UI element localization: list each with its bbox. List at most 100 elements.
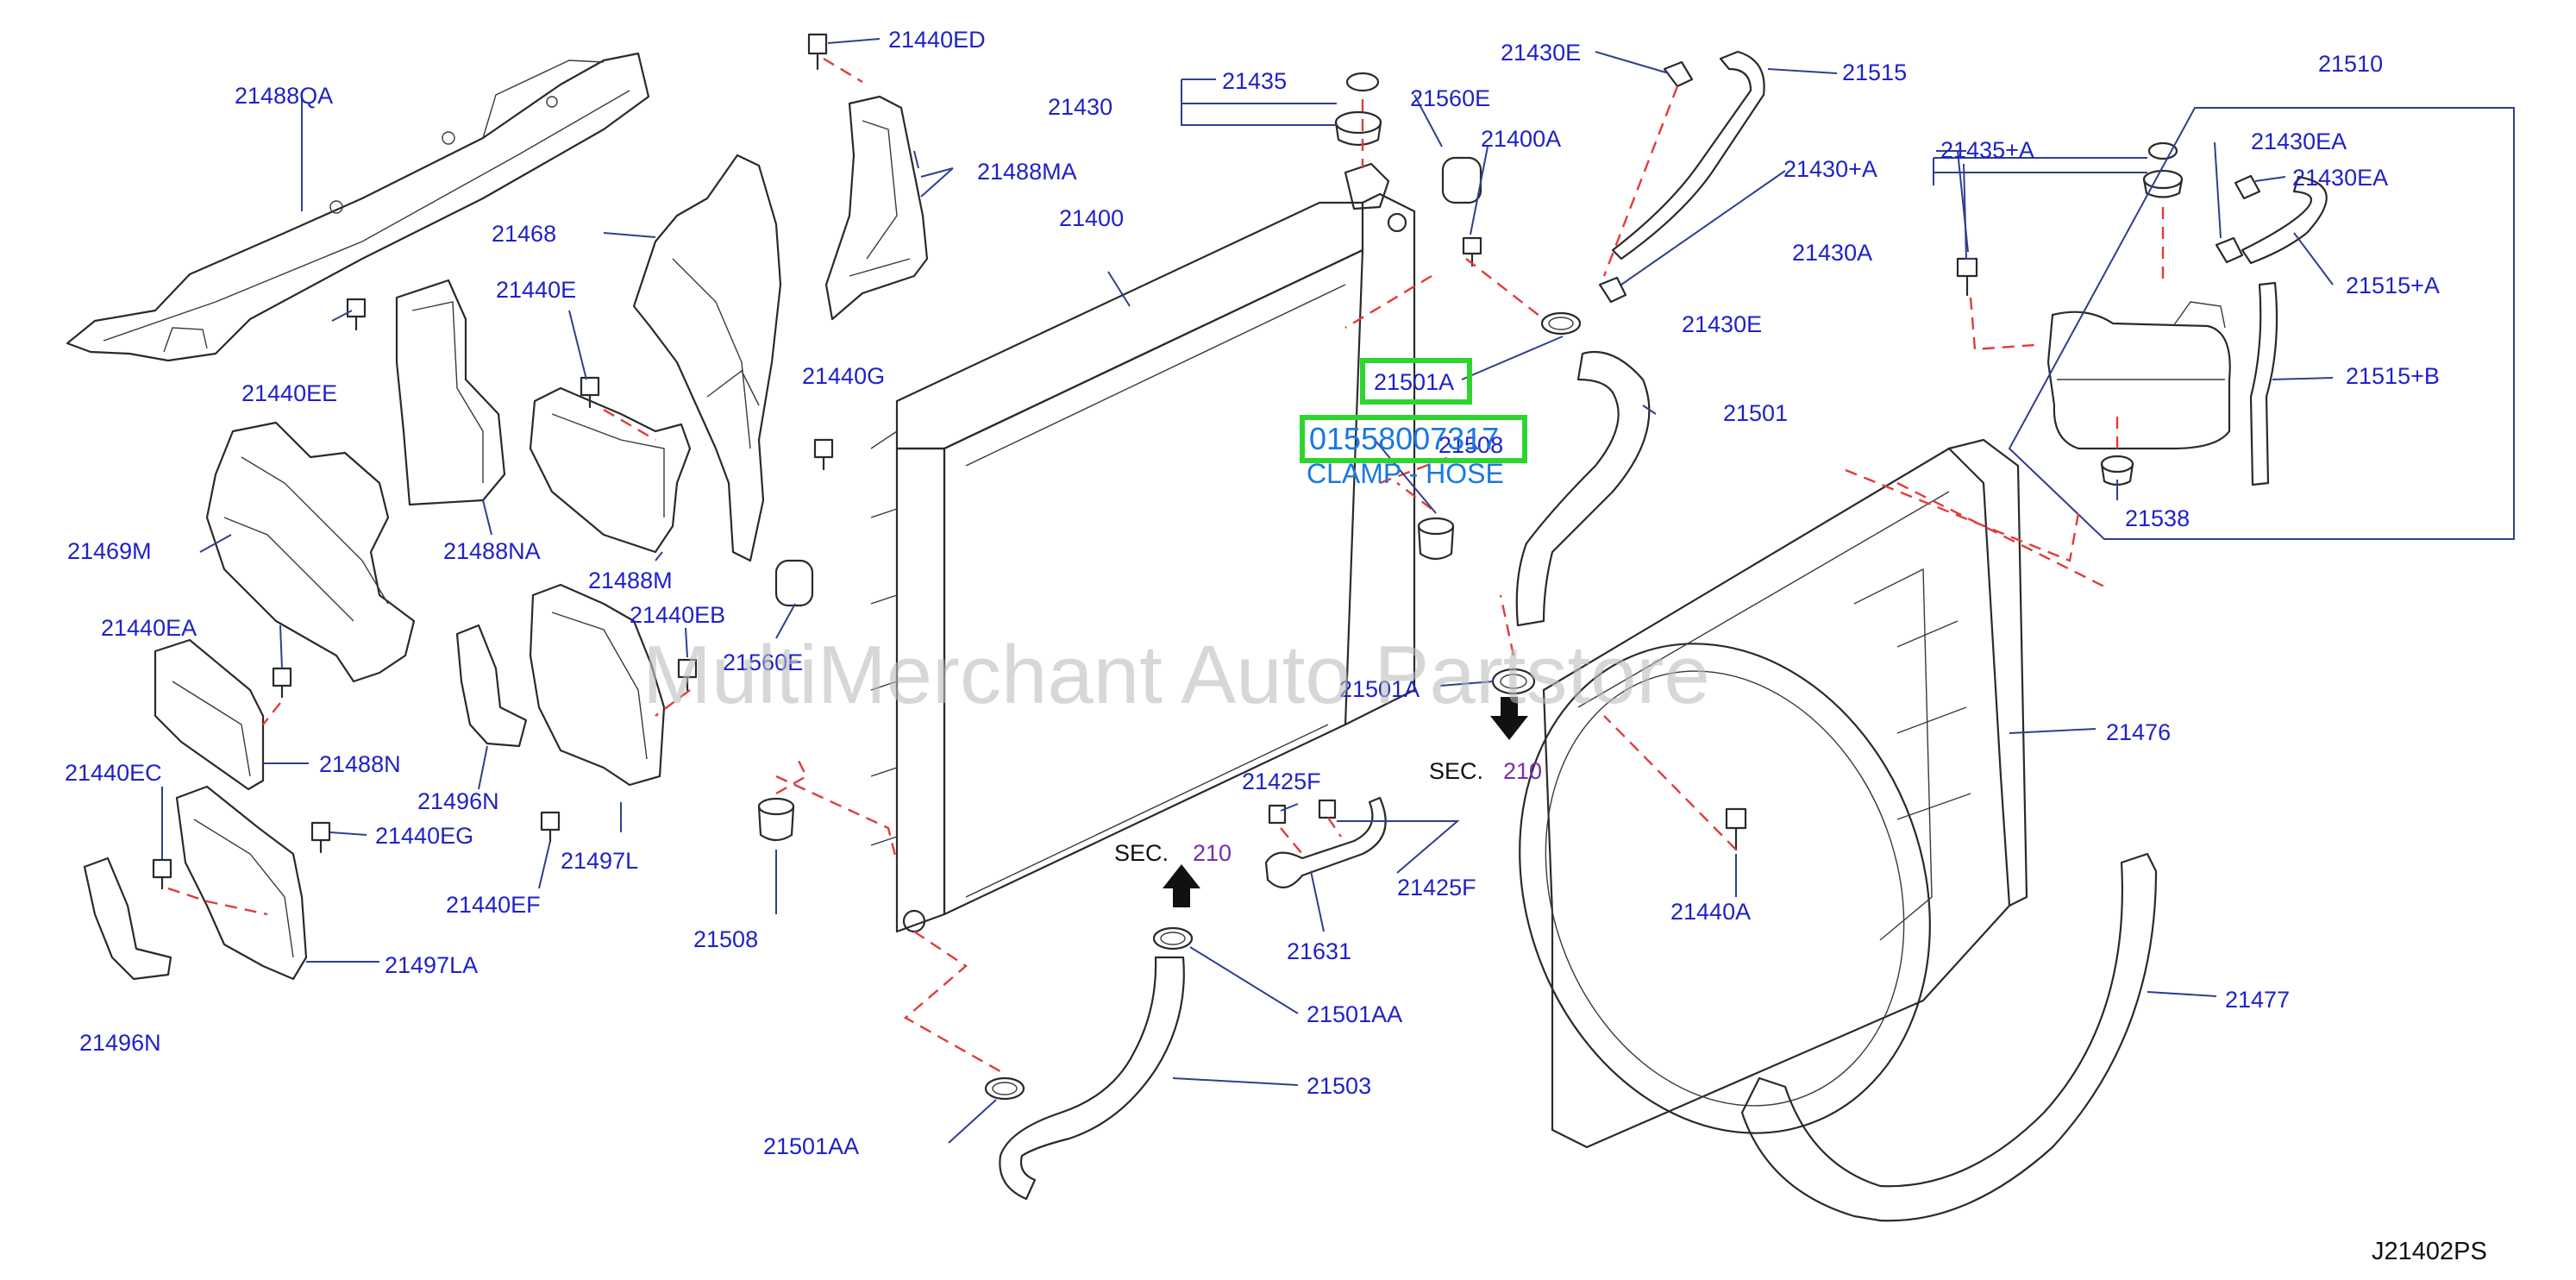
label-21435A: 21435+A xyxy=(1940,137,2034,163)
label-21440EG: 21440EG xyxy=(375,823,473,849)
air-guide-21468[interactable] xyxy=(632,154,782,562)
cap-21430A-plus[interactable] xyxy=(2142,169,2184,198)
label-21501AA-bottom: 21501AA xyxy=(763,1133,859,1159)
seal-21496N-bottom[interactable] xyxy=(83,856,172,981)
seal-21496N-mid[interactable] xyxy=(455,624,528,748)
mount-21508-top[interactable] xyxy=(1417,517,1455,561)
label-21440EA: 21440EA xyxy=(101,615,197,641)
clip-21440EC[interactable] xyxy=(152,858,172,890)
bolt-21400A[interactable] xyxy=(1462,236,1482,267)
label-21430A: 21430A xyxy=(1792,240,1872,266)
air-guide-21488N[interactable] xyxy=(154,638,265,791)
part-labels: 21488QA 21440ED 21435 21430 21560E 21430… xyxy=(65,27,2440,1159)
section-word-1: SEC. xyxy=(1429,758,1483,784)
highlighted-part-callout[interactable]: 01558007317 CLAMP - HOSE xyxy=(1300,415,1527,489)
clip-21440G[interactable] xyxy=(813,438,834,471)
label-21477: 21477 xyxy=(2225,987,2290,1013)
label-21430E-bottom: 21430E xyxy=(1682,311,1762,337)
clip-21440EF[interactable] xyxy=(540,811,561,844)
label-21508-top: 21508 xyxy=(1438,432,1503,458)
hose-21515B[interactable] xyxy=(2249,281,2278,486)
upper-support-21488QA[interactable] xyxy=(66,52,650,362)
section-ref-1[interactable]: SEC. 210 xyxy=(1429,758,1542,784)
label-21488QA: 21488QA xyxy=(235,83,333,109)
assembly-guidelines xyxy=(167,57,2165,1076)
clip-21440EB[interactable] xyxy=(677,658,698,692)
fan-shroud-21476[interactable] xyxy=(1453,438,2028,1191)
label-21488MA: 21488MA xyxy=(977,159,1077,185)
gasket-21435[interactable] xyxy=(1345,72,1380,92)
clip-21430EA-2[interactable] xyxy=(2234,174,2261,200)
clamp-21501AA-bottom[interactable] xyxy=(984,1076,1025,1101)
bracket-21469M[interactable] xyxy=(205,421,416,683)
clip-21440E[interactable] xyxy=(580,376,600,409)
reservoir-tank-21510[interactable] xyxy=(2046,301,2231,450)
clip-21440EG[interactable] xyxy=(310,821,331,854)
label-21560E-mid: 21560E xyxy=(723,649,803,675)
section-word-2: SEC. xyxy=(1114,840,1169,866)
label-21515: 21515 xyxy=(1842,60,1907,85)
label-21440A: 21440A xyxy=(1670,899,1751,925)
clamp-21501AA-mid[interactable] xyxy=(1152,926,1194,951)
air-guide-21488M[interactable] xyxy=(529,386,692,554)
label-21496N-mid: 21496N xyxy=(417,788,499,814)
bolt-21430A[interactable] xyxy=(1956,257,1978,297)
radiator-21400[interactable] xyxy=(870,162,1416,933)
clip-21430E-top[interactable] xyxy=(1663,60,1694,88)
label-21631: 21631 xyxy=(1287,938,1351,964)
air-guide-21488NA[interactable] xyxy=(395,279,506,506)
section-ref-2[interactable]: SEC. 210 xyxy=(1114,840,1232,866)
label-21430: 21430 xyxy=(1048,94,1113,120)
lower-shroud-21477[interactable] xyxy=(1740,852,2158,1222)
label-21488NA: 21488NA xyxy=(443,538,541,564)
bolt-21440A[interactable] xyxy=(1725,807,1747,851)
gasket-21435A[interactable] xyxy=(2147,141,2178,160)
clip-21425F-right[interactable] xyxy=(1318,799,1337,819)
highlight-part-number: 01558007317 xyxy=(1309,421,1499,456)
highlight-box-part-number xyxy=(1300,415,1527,463)
label-21440EB: 21440EB xyxy=(630,602,725,628)
hose-21631[interactable] xyxy=(1264,796,1387,888)
clip-21440ED[interactable] xyxy=(807,33,828,71)
label-21488M: 21488M xyxy=(588,568,673,593)
label-21400: 21400 xyxy=(1059,205,1124,231)
mount-21560E-mid[interactable] xyxy=(774,559,814,607)
hose-21501[interactable] xyxy=(1515,350,1651,627)
bracket-21497L[interactable] xyxy=(529,583,666,787)
clip-21440EA[interactable] xyxy=(272,667,292,699)
air-guide-21488MA[interactable] xyxy=(824,95,929,321)
clamp-21501A-top[interactable] xyxy=(1540,311,1582,336)
label-21515A: 21515+A xyxy=(2346,273,2440,298)
label-21430E-top: 21430E xyxy=(1501,40,1581,66)
label-21440ED: 21440ED xyxy=(888,27,986,53)
bracket-21497LA[interactable] xyxy=(175,785,308,981)
label-21501AA-mid: 21501AA xyxy=(1307,1001,1402,1027)
clip-21440EE[interactable] xyxy=(346,298,367,331)
leader-lines xyxy=(161,38,2334,1144)
hose-21503[interactable] xyxy=(999,956,1185,1201)
clip-21425F-top[interactable] xyxy=(1268,804,1287,825)
label-21508-bottom: 21508 xyxy=(693,926,758,952)
label-21496N-bottom: 21496N xyxy=(79,1030,161,1056)
hose-21515[interactable] xyxy=(1611,50,1765,260)
label-21425F-right: 21425F xyxy=(1397,875,1476,900)
mount-21560E-top[interactable] xyxy=(1441,156,1482,204)
diagram-code: J21402PS xyxy=(2372,1238,2487,1265)
hose-21515A[interactable] xyxy=(2241,175,2328,265)
label-21476: 21476 xyxy=(2106,719,2171,745)
label-21497LA: 21497LA xyxy=(385,952,478,978)
arrow-up-icon xyxy=(1163,864,1200,907)
clip-21430EA-1[interactable] xyxy=(2215,236,2244,264)
label-21440G: 21440G xyxy=(802,363,885,389)
cap-21430[interactable] xyxy=(1334,110,1382,147)
label-21503: 21503 xyxy=(1307,1073,1371,1099)
highlight-description: CLAMP - HOSE xyxy=(1307,458,1504,489)
label-21430EA-2: 21430EA xyxy=(2292,165,2388,191)
label-21501: 21501 xyxy=(1723,400,1788,426)
mount-21508-bottom[interactable] xyxy=(757,797,795,842)
label-21515B: 21515+B xyxy=(2346,363,2440,389)
group-bracket-21510 xyxy=(2008,107,2515,540)
label-21497L: 21497L xyxy=(561,848,638,874)
label-21440EC: 21440EC xyxy=(65,760,162,786)
clip-21430E-bottom[interactable] xyxy=(1598,276,1627,304)
